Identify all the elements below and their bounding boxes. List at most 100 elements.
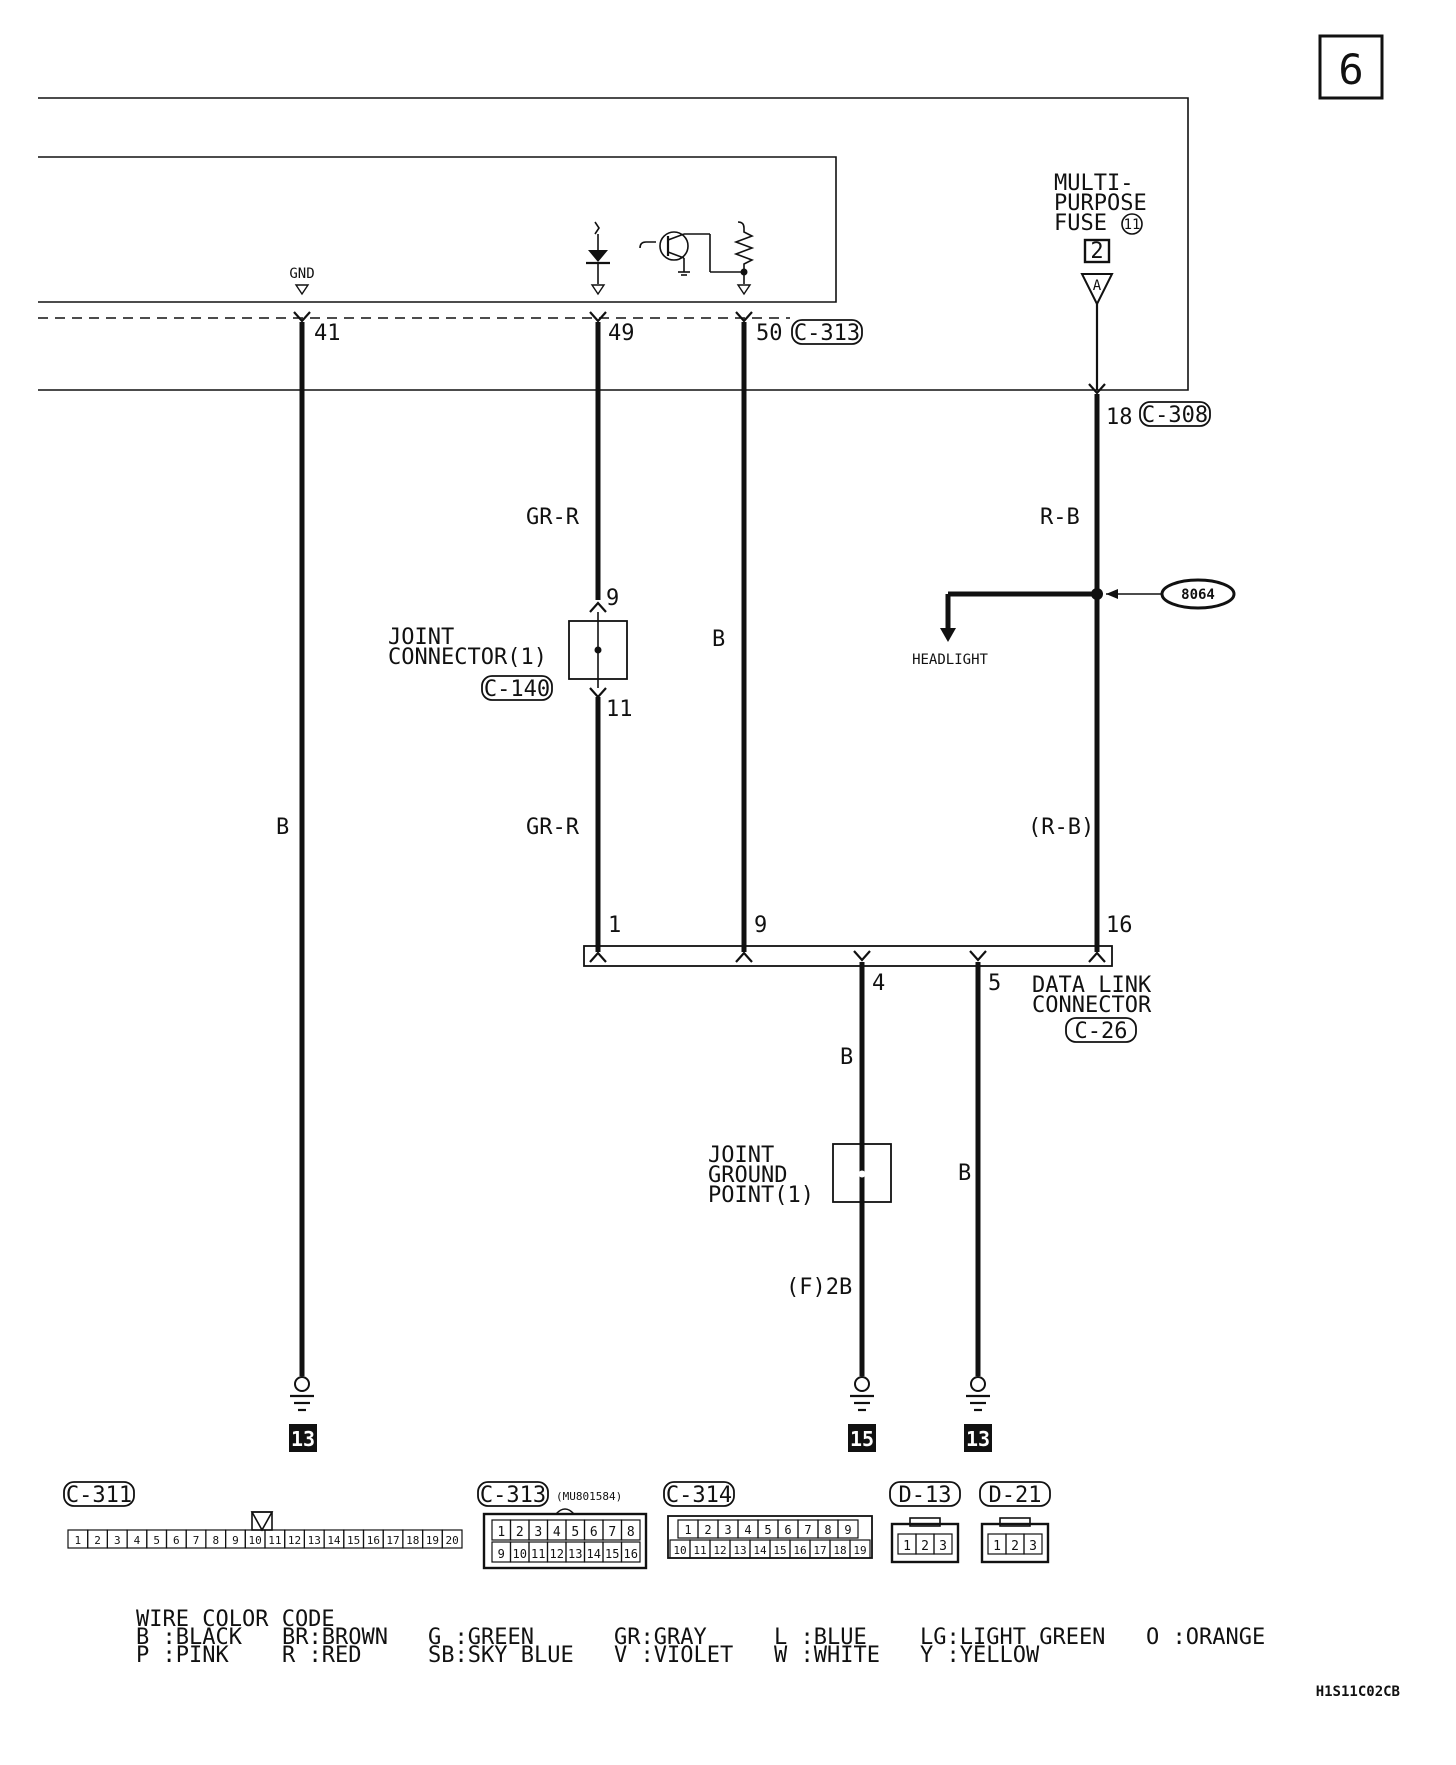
pin-number: 6 <box>590 1525 598 1540</box>
color-code-w: W :WHITE <box>774 1643 880 1668</box>
fuse-number: 11 <box>1124 217 1141 233</box>
c314-view-label: C-314 <box>666 1483 732 1508</box>
pin-number: 5 <box>153 1534 160 1547</box>
wire-label-gr-r-lower: GR-R <box>526 815 580 840</box>
pin-number: 3 <box>724 1523 731 1537</box>
joint-pin-bottom: 11 <box>606 697 633 722</box>
ground-15: 15 <box>848 1376 876 1452</box>
wire-label-b-4: B <box>840 1045 853 1070</box>
ground-number-15: 15 <box>850 1427 874 1451</box>
wire-color-code-legend: WIRE COLOR CODE B :BLACK BR:BROWN G :GRE… <box>136 1607 1265 1668</box>
pin-cell <box>837 1519 859 1539</box>
pin-number: 1 <box>684 1523 691 1537</box>
connector-c140-label: C-140 <box>484 677 550 702</box>
connector-c313-label: C-313 <box>794 321 860 346</box>
joint-connector-c140: JOINT CONNECTOR(1) C-140 <box>388 612 628 702</box>
ecu-internal-diode <box>586 221 610 296</box>
wire-label-r-b-lower: (R-B) <box>1028 815 1094 840</box>
pin-number: 3 <box>1029 1539 1037 1554</box>
fuse-title-2: PURPOSE <box>1054 191 1147 216</box>
ground-13-left: 13 <box>289 1376 317 1452</box>
wire-label-r-b-upper: R-B <box>1040 505 1080 530</box>
pin-number: 16 <box>793 1544 806 1557</box>
headlight-label: HEADLIGHT <box>912 652 988 668</box>
pin-number: 15 <box>773 1544 786 1557</box>
ecu-internal-transistor <box>639 231 744 276</box>
d13-label: D-13 <box>899 1483 952 1508</box>
pin-number: 18 <box>406 1534 419 1547</box>
joint-connector-title-2: CONNECTOR(1) <box>388 645 547 670</box>
color-code-title: WIRE COLOR CODE <box>136 1607 335 1632</box>
pin-41: 41 <box>314 321 341 346</box>
joint-connector-title-1: JOINT <box>388 625 454 650</box>
pin-49: 49 <box>608 321 635 346</box>
dlc-pin-16: 16 <box>1106 913 1133 938</box>
ground-13-right: 13 <box>964 1376 992 1452</box>
dlc-pin-4: 4 <box>872 971 885 996</box>
page-number-box: 6 <box>1318 34 1384 100</box>
pin-number: 2 <box>1011 1539 1019 1554</box>
wire-label-gr-r-upper: GR-R <box>526 505 580 530</box>
color-code-p: P :PINK <box>136 1643 229 1668</box>
pin-number: 17 <box>813 1544 826 1557</box>
fuse-title-3: FUSE <box>1054 211 1107 236</box>
dlc-pin-9: 9 <box>754 913 767 938</box>
pin-cell <box>849 1539 871 1559</box>
color-code-sb: SB:SKY BLUE <box>428 1643 574 1668</box>
ground-number-13-left: 13 <box>291 1427 315 1451</box>
c311-label: C-311 <box>66 1483 132 1508</box>
pin-number: 8 <box>824 1523 831 1537</box>
pin-number: 16 <box>367 1534 380 1547</box>
pin-number: 5 <box>764 1523 771 1537</box>
pin-number: 1 <box>903 1539 911 1554</box>
gnd-label: GND <box>289 266 314 282</box>
color-code-b: B :BLACK <box>136 1625 243 1650</box>
c313-view-label: C-313 <box>480 1483 546 1508</box>
ecu-gnd-terminal: GND <box>289 266 315 296</box>
pin-number: 10 <box>513 1547 527 1561</box>
dlc-title-2: CONNECTOR <box>1032 993 1152 1018</box>
pin-cell <box>1023 1533 1043 1555</box>
ecu-box <box>38 156 837 303</box>
color-code-o: O :ORANGE <box>1146 1625 1265 1650</box>
pin-number: 14 <box>327 1534 341 1547</box>
pin-number: 4 <box>134 1534 141 1547</box>
pin-number: 14 <box>587 1547 601 1561</box>
pin-number: 3 <box>939 1539 947 1554</box>
color-code-lg: LG:LIGHT GREEN <box>920 1625 1105 1650</box>
pin-number: 20 <box>446 1534 459 1547</box>
pin-number: 2 <box>921 1539 929 1554</box>
dlc-pin-1: 1 <box>608 913 621 938</box>
color-code-y: Y :YELLOW <box>920 1643 1040 1668</box>
ground-number-13-right: 13 <box>966 1427 990 1451</box>
joint-ground-point: JOINT GROUND POINT(1) <box>708 1143 892 1208</box>
pin-number: 8 <box>212 1534 219 1547</box>
page-number: 6 <box>1338 45 1363 94</box>
splice-8064: HEADLIGHT 8064 <box>912 578 1236 668</box>
pin-number: 14 <box>753 1544 767 1557</box>
pin-number: 5 <box>571 1525 579 1540</box>
pin-number: 16 <box>624 1547 638 1561</box>
pin-number: 6 <box>173 1534 180 1547</box>
pin-number: 7 <box>804 1523 811 1537</box>
pin-cell <box>620 1541 641 1563</box>
outer-harness-frame <box>38 97 1189 391</box>
color-code-l: L :BLUE <box>774 1625 867 1650</box>
d21-label: D-21 <box>989 1483 1042 1508</box>
pin-number: 13 <box>308 1534 321 1547</box>
multi-purpose-fuse: MULTI- PURPOSE FUSE 11 2 A <box>1054 171 1147 307</box>
pin-number: 17 <box>386 1534 399 1547</box>
color-code-gr: GR:GRAY <box>614 1625 707 1650</box>
pin-number: 15 <box>605 1547 619 1561</box>
wire-label-b-5: B <box>958 1161 971 1186</box>
fuse-title-1: MULTI- <box>1054 171 1133 196</box>
splice-id: 8064 <box>1181 587 1215 603</box>
